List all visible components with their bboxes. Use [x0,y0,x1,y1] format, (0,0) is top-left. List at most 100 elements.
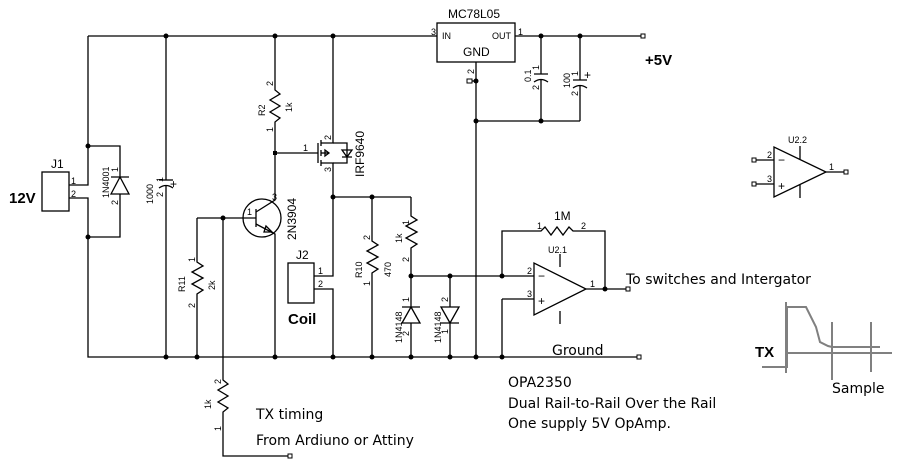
coil-label: Coil [288,311,316,328]
pin-label: 1 [401,297,411,302]
pin-label: 1 [213,426,223,431]
pin-label: 2 [187,303,197,308]
resistor-value: 1k [284,102,294,112]
junction [447,273,453,279]
opamp-supply-note: One supply 5V OpAmp. [508,416,671,432]
opamp-u2-2 [751,145,849,199]
coil-ref: J2 [296,248,309,262]
output-label: To switches and Intergator [625,272,811,288]
transistor-part-label: 2N3904 [285,198,299,240]
resistor-ref: R2 [257,104,267,116]
pin-label: 1 [401,220,411,225]
j1-ref: J1 [51,157,64,171]
pin-label: 2 [581,221,586,231]
pin-label: 1 [518,27,523,37]
polarity-mark: + [170,177,177,191]
diode-part-label: 1N4148 [394,311,404,343]
junction [577,33,583,39]
pin-label: 2 [466,69,476,74]
pin-label: 1 [440,329,450,334]
diode-part-label: 1N4148 [433,311,443,343]
pin-label: 1 [187,257,197,262]
pin-label: 2 [401,257,411,262]
opamp-part-note: OPA2350 [508,375,572,391]
resistor-ref: R10 [354,261,364,278]
regulator-in-label: IN [442,31,451,41]
diode-1n4148-a [400,276,422,357]
pin-label: 1 [318,266,323,276]
pin-label: 2 [440,297,450,302]
pin-label: 1 [537,221,542,231]
diode-1n4001 [88,145,131,238]
junction [369,194,375,200]
junction [602,286,608,292]
resistor-tx-1k [216,218,293,459]
waveform-tx-label: TX [755,344,774,361]
junction [408,273,414,279]
pin-label: 1 [590,279,595,289]
inverting-mark: − [538,269,545,283]
pin-label: 1 [71,176,76,186]
feedback-resistor-value: 1M [554,209,571,223]
tx-source-label: From Ardiuno or Attiny [256,433,414,449]
resistor-1k-sense [404,197,419,276]
mosfet-part-label: IRF9640 [353,131,367,177]
timing-waveform [762,302,892,380]
tx-timing-label: TX timing [255,407,323,423]
resistor-r11 [190,218,205,357]
pin-label: 2 [213,379,223,384]
opamp-description-note: Dual Rail-to-Rail Over the Rail [508,396,716,412]
resistor-value: 2k [207,280,217,290]
pin-label: 1 [247,207,252,217]
opamp-ref: U2.2 [788,135,807,145]
junction [499,273,505,279]
resistor-value: 1k [203,399,213,409]
pin-label: 2 [527,266,532,276]
ground-label: Ground [552,343,604,359]
pin-label: 1 [265,127,275,132]
cap-value: 0.1 [523,69,533,82]
j1-connector [41,146,89,237]
capacitor-1000 [158,36,174,357]
polarity-mark: + [584,68,591,82]
diode-part-label: 1N4001 [101,166,111,198]
pin-label: 2 [110,200,120,205]
pin-label: 2 [323,135,333,140]
mosfet-irf9640 [275,36,354,197]
junction [538,33,544,39]
pin-label: 3 [431,27,436,37]
pin-label: 2 [570,91,580,96]
inverting-mark: − [778,153,785,167]
pin-label: 2 [767,150,772,160]
ground-bus-wire [87,237,642,360]
resistor-value: 1k [394,233,404,243]
regulator-mc78l05 [430,22,641,357]
pin-label: 3 [527,289,532,299]
waveform-sample-label: Sample [832,381,885,397]
cap-value: 100 [562,73,572,88]
pin-label: 2 [71,189,76,199]
opamp-u2-1 [501,225,631,357]
rail-5v-label: +5V [645,52,672,69]
diode-1n4148-b [411,275,502,357]
cap-value: 1000 [145,184,155,204]
pin-label: 2 [401,331,411,336]
pin-label: 1 [531,65,541,70]
pin-label: 1 [155,177,165,182]
noninverting-mark: + [778,179,785,193]
pin-label: 2 [155,192,165,197]
pin-label: 1 [303,143,308,153]
rail-5v-terminal [640,33,646,39]
opamp-ref: U2.1 [548,245,567,255]
rail-12v-wire [87,35,430,146]
regulator-part-label: MC78L05 [448,7,500,21]
junction [473,78,479,84]
pin-label: 3 [272,192,277,202]
resistor-ref: R11 [177,276,187,292]
pin-label: 2 [531,85,541,90]
noninverting-mark: + [538,294,545,308]
transistor-2n3904 [197,153,282,357]
coil-connector-j2 [287,197,334,357]
power-input-label: 12V [9,190,36,207]
